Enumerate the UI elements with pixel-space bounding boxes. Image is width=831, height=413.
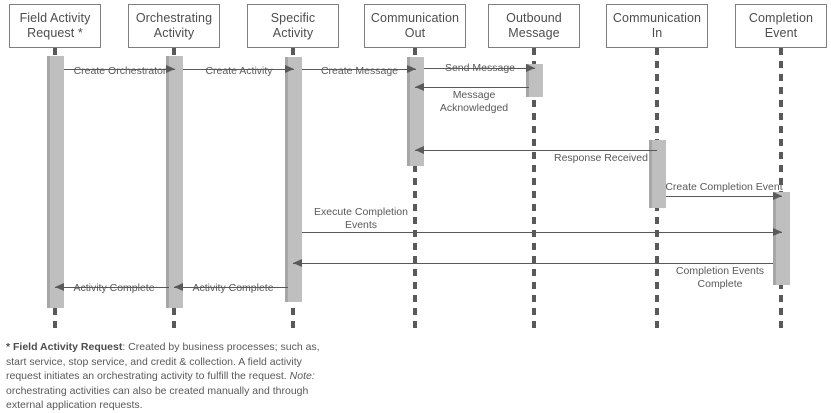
message-arrowhead-execute-completion-events: [773, 228, 782, 236]
footnote-line-1: : Created by business processes; such as…: [6, 341, 320, 382]
message-label-activity-complete-2: Activity Complete: [192, 282, 274, 294]
message-label-response-received: Response Received: [554, 152, 648, 164]
message-arrowhead-activity-complete-1: [55, 283, 64, 291]
lifeline-completion-event: [779, 48, 783, 330]
message-label-execute-completion-events: Execute Completion Events: [314, 206, 408, 231]
participant-label-field-activity-request: Field Activity Request *: [19, 11, 91, 40]
message-arrowhead-activity-complete-2: [174, 283, 183, 291]
participant-box-outbound-message[interactable]: Outbound Message: [488, 4, 580, 48]
message-arrowhead-message-acknowledged: [415, 83, 424, 91]
message-line-send-message: [424, 68, 535, 69]
participant-box-communication-in[interactable]: Communication In: [606, 4, 708, 48]
message-arrowhead-create-message: [407, 65, 416, 73]
message-label-create-activity: Create Activity: [205, 65, 273, 77]
activation-bar-completion-event: [773, 192, 790, 285]
message-arrowhead-create-activity: [285, 65, 294, 73]
footnote: * Field Activity Request: Created by bus…: [6, 340, 336, 413]
participant-label-orchestrating-activity: Orchestrating Activity: [135, 11, 213, 40]
message-label-create-orchestrator: Create Orchestrator: [73, 65, 167, 77]
footnote-note-label: Note:: [289, 370, 315, 382]
message-label-activity-complete-1: Activity Complete: [73, 282, 155, 294]
activation-bar-communication-in: [649, 140, 666, 208]
activation-bar-outbound-message: [526, 64, 543, 97]
message-line-create-activity: [183, 69, 294, 70]
participant-box-field-activity-request[interactable]: Field Activity Request *: [9, 4, 101, 48]
message-label-completion-events-complete: Completion Events Complete: [675, 265, 765, 290]
participant-label-completion-event: Completion Event: [748, 11, 814, 40]
message-arrowhead-create-orchestrator: [166, 65, 175, 73]
message-label-create-completion-event: Create Completion Event: [665, 181, 783, 193]
participant-box-communication-out[interactable]: Communication Out: [364, 4, 466, 48]
message-arrowhead-response-received: [415, 146, 424, 154]
message-arrowhead-create-completion-event: [773, 192, 782, 200]
participant-box-specific-activity[interactable]: Specific Activity: [247, 4, 339, 48]
participant-label-specific-activity: Specific Activity: [270, 11, 316, 40]
activation-bar-orchestrating-activity: [166, 56, 183, 308]
message-line-activity-complete-1: [55, 287, 169, 288]
message-line-activity-complete-2: [174, 287, 288, 288]
participant-label-outbound-message: Outbound Message: [506, 11, 562, 40]
message-arrowhead-send-message: [526, 64, 535, 72]
message-line-create-message: [302, 69, 416, 70]
message-line-completion-events-complete: [293, 263, 773, 264]
participant-box-orchestrating-activity[interactable]: Orchestrating Activity: [128, 4, 220, 48]
footnote-term: Field Activity Request: [13, 341, 123, 353]
message-line-response-received: [415, 150, 657, 151]
participant-label-communication-out: Communication Out: [370, 11, 460, 40]
participant-box-completion-event[interactable]: Completion Event: [735, 4, 827, 48]
message-line-execute-completion-events: [302, 232, 782, 233]
activation-bar-field-activity-request: [47, 56, 64, 308]
footnote-line-2: orchestrating activities can also be cre…: [6, 384, 309, 412]
footnote-marker: *: [6, 341, 14, 353]
lifeline-outbound-message: [532, 48, 536, 330]
message-line-create-completion-event: [666, 196, 782, 197]
participant-label-communication-in: Communication In: [612, 11, 702, 40]
activation-bar-specific-activity: [285, 57, 302, 302]
message-line-create-orchestrator: [64, 69, 175, 70]
lifeline-communication-out: [413, 48, 417, 330]
message-line-message-acknowledged: [415, 87, 529, 88]
message-label-create-message: Create Message: [320, 65, 399, 77]
message-label-send-message: Send Message: [444, 62, 516, 74]
message-label-message-acknowledged: Message Acknowledged: [439, 89, 509, 114]
message-arrowhead-completion-events-complete: [293, 259, 302, 267]
